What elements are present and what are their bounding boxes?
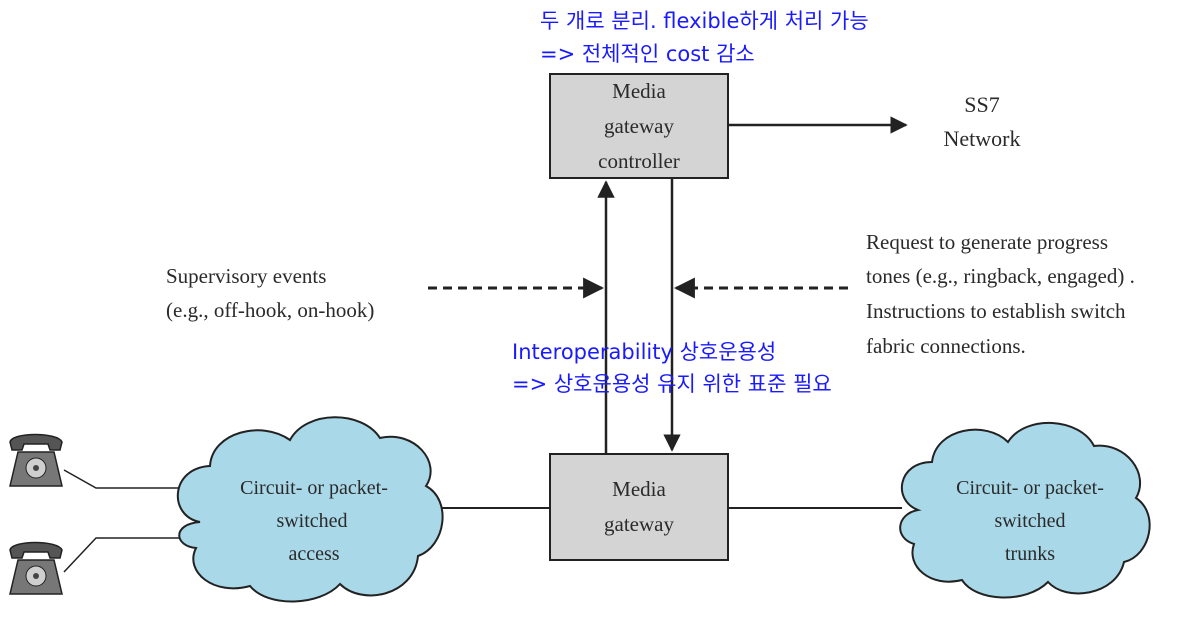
top-annotation-line2: => 전체적인 cost 감소 [540,42,755,66]
request-label-line1: Request to generate progress [866,230,1108,254]
trunks-cloud-line1: Circuit- or packet- [956,477,1104,499]
controller-label-line3: controller [598,149,680,173]
access-cloud-line3: access [288,543,339,565]
mid-annotation-line2: => 상호운용성 유지 위한 표준 필요 [512,372,832,396]
trunks-cloud-line3: trunks [1005,543,1055,565]
request-label-line2: tones (e.g., ringback, engaged) . [866,264,1135,288]
ss7-label-line2: Network [944,126,1021,151]
media-gateway-node: Media gateway [549,453,729,561]
supervisory-events-line1: Supervisory events [166,264,326,288]
gateway-box [549,453,729,561]
controller-label-line1: Media [612,79,666,103]
telephone-icon [9,541,63,595]
ss7-label-line1: SS7 [964,92,999,117]
gateway-label-line1: Media [612,477,666,501]
access-cloud-node: Circuit- or packet- switched access [176,416,444,603]
supervisory-events-line2: (e.g., off-hook, on-hook) [166,298,374,322]
controller-box [549,73,729,179]
mid-annotation-line1: Interoperability 상호운용성 [512,340,776,364]
request-label-line3: Instructions to establish switch [866,299,1126,323]
trunks-cloud-line2: switched [994,510,1065,532]
phone-top-line [63,469,192,489]
media-gateway-controller-node: Media gateway controller [549,73,729,179]
gateway-label-line2: gateway [604,512,674,536]
trunks-cloud-node: Circuit- or packet- switched trunks [899,421,1151,599]
access-cloud-shape [176,416,444,603]
telephone-icon [9,433,63,487]
access-cloud-line2: switched [276,510,347,532]
controller-label-line2: gateway [604,114,674,138]
trunks-cloud-shape [899,421,1151,599]
phone-bottom-line [63,537,186,573]
ss7-network-node: SS7 Network [944,92,1021,151]
access-cloud-line1: Circuit- or packet- [240,477,388,499]
top-annotation-line1: 두 개로 분리. flexible하게 처리 가능 [540,9,869,33]
request-label-line4: fabric connections. [866,334,1026,358]
